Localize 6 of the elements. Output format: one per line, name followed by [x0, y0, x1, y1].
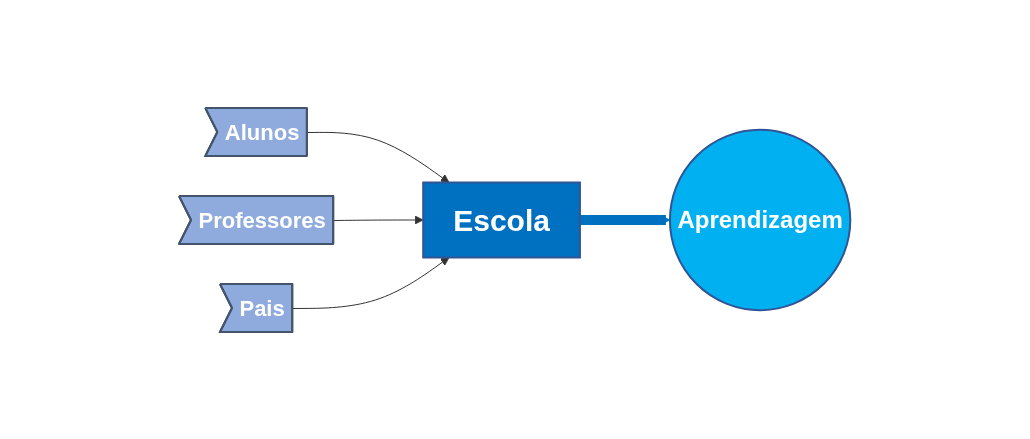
arrow [333, 215, 424, 224]
node-box: Escola [422, 181, 582, 258]
node-circle: Aprendizagem [669, 128, 852, 311]
arrow [292, 256, 450, 309]
arrow [307, 131, 450, 183]
arrow [580, 214, 671, 225]
